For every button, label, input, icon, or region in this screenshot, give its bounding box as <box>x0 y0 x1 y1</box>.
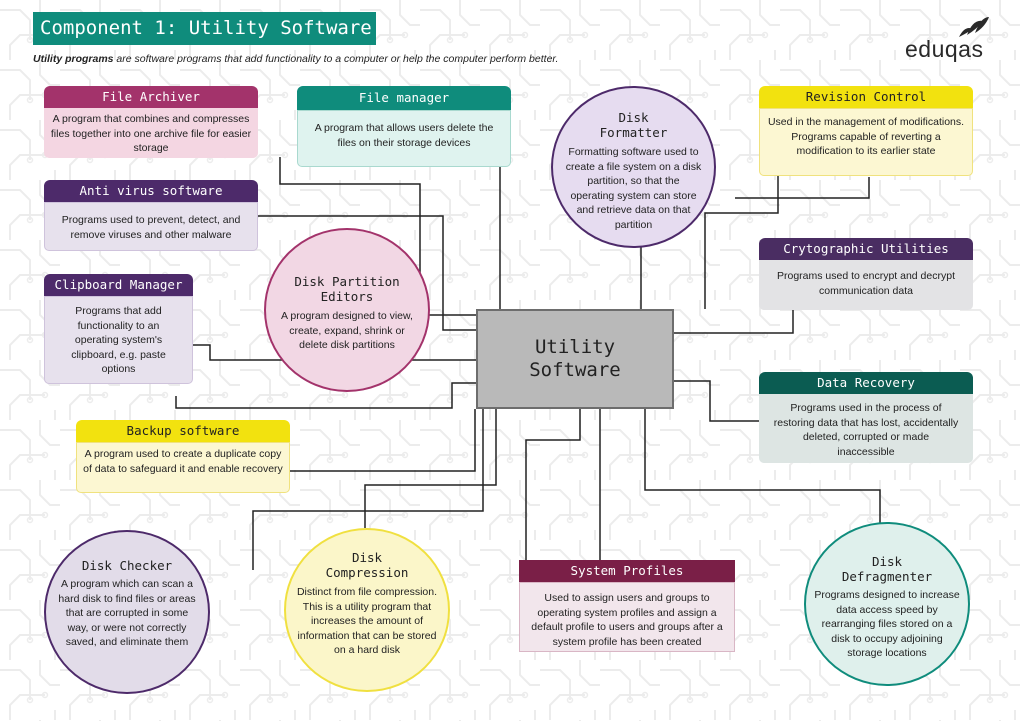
circle-title: Disk Formatter <box>599 110 668 140</box>
card-cryptographic-utilities: Crytographic Utilities Programs used to … <box>759 238 973 310</box>
card-title: Crytographic Utilities <box>759 238 973 260</box>
card-title: File Archiver <box>44 86 258 108</box>
card-file-archiver: File Archiver A program that combines an… <box>44 86 258 158</box>
circle-disk-checker: Disk Checker A program which can scan a … <box>44 530 210 694</box>
circle-disk-defragmenter: Disk Defragmenter Programs designed to i… <box>804 522 970 686</box>
card-title: Data Recovery <box>759 372 973 394</box>
card-clipboard-manager: Clipboard Manager Programs that add func… <box>44 274 193 384</box>
card-revision-control: Revision Control Used in the management … <box>759 86 973 176</box>
card-anti-virus: Anti virus software Programs used to pre… <box>44 180 258 251</box>
card-description: Used in the management of modifications.… <box>759 108 973 176</box>
page-title: Component 1: Utility Software <box>33 12 376 45</box>
card-title: Revision Control <box>759 86 973 108</box>
card-title: File manager <box>297 86 511 110</box>
card-backup-software: Backup software A program used to create… <box>76 420 290 493</box>
card-title: Anti virus software <box>44 180 258 202</box>
card-description: Used to assign users and groups to opera… <box>519 582 735 652</box>
circle-description: Programs designed to increase data acces… <box>814 589 960 659</box>
circle-description: A program which can scan a hard disk to … <box>58 578 196 648</box>
card-data-recovery: Data Recovery Programs used in the proce… <box>759 372 973 463</box>
card-description: Programs used to prevent, detect, and re… <box>44 202 258 251</box>
card-title: Clipboard Manager <box>44 274 193 296</box>
card-title: Backup software <box>76 420 290 442</box>
circle-description: Formatting software used to create a fil… <box>565 146 702 231</box>
circle-title: Disk Checker <box>81 558 173 573</box>
circle-disk-partition-editors: Disk Partition Editors A program designe… <box>264 228 430 392</box>
subtitle-bold: Utility programs <box>33 53 114 65</box>
circle-title: Disk Defragmenter <box>841 554 933 584</box>
card-description: A program that allows users delete the f… <box>297 110 511 167</box>
eduqas-logo: eduqas <box>905 15 993 63</box>
circle-title: Disk Compression <box>325 550 409 580</box>
circle-disk-formatter: Disk Formatter Formatting software used … <box>551 86 716 248</box>
card-title: System Profiles <box>519 560 735 582</box>
card-description: Programs that add functionality to an op… <box>44 296 193 384</box>
page-subtitle: Utility programs are software programs t… <box>33 53 673 65</box>
card-description: A program used to create a duplicate cop… <box>76 442 290 493</box>
circle-title: Disk Partition Editors <box>294 274 400 304</box>
circle-disk-compression: Disk Compression Distinct from file comp… <box>284 528 450 692</box>
book-leaf-icon <box>959 17 989 37</box>
card-description: A program that combines and compresses f… <box>44 108 258 158</box>
circle-description: A program designed to view, create, expa… <box>281 310 413 351</box>
card-system-profiles: System Profiles Used to assign users and… <box>519 560 735 652</box>
card-description: Programs used to encrypt and decrypt com… <box>759 260 973 310</box>
utility-software-center: Utility Software <box>476 309 674 409</box>
circle-description: Distinct from file compression. This is … <box>296 586 438 656</box>
logo-text: eduqas <box>905 36 984 62</box>
subtitle-text: are software programs that add functiona… <box>113 53 559 65</box>
card-description: Programs used in the process of restorin… <box>759 394 973 463</box>
card-file-manager: File manager A program that allows users… <box>297 86 511 167</box>
